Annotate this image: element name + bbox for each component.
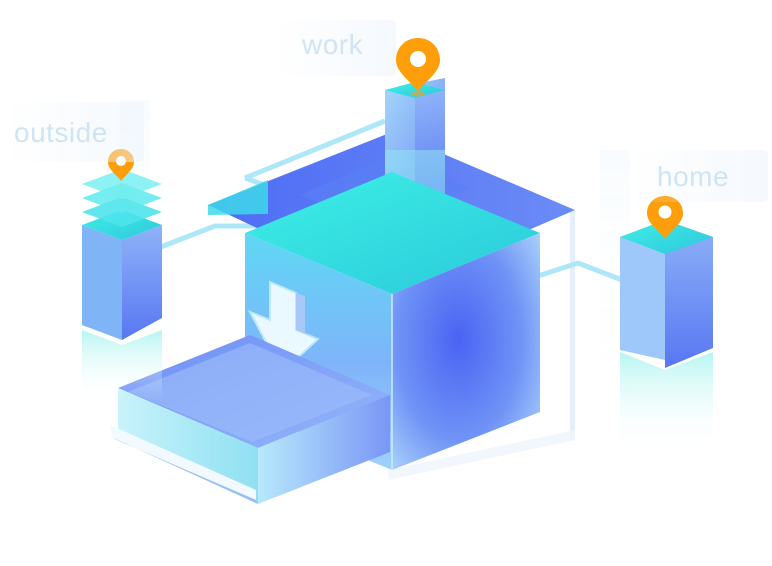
work-label-card <box>276 20 396 76</box>
outside-tower <box>82 169 162 400</box>
home-label-card <box>628 150 768 202</box>
work-tower <box>385 78 445 200</box>
tray <box>110 335 390 504</box>
down-arrow-icon <box>247 280 326 374</box>
work-label: work <box>302 29 364 60</box>
home-label: home <box>657 161 730 192</box>
home-tower <box>620 220 713 450</box>
location-pin-icon <box>396 38 440 97</box>
location-pin-icon <box>647 196 683 239</box>
outside-label: outside <box>14 117 108 148</box>
outside-label-card <box>4 102 144 162</box>
